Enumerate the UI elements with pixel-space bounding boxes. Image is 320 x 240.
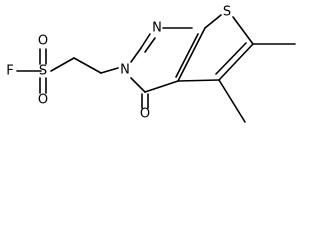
bond-c7a-c4a-inner [175,33,199,78]
atom-sulfur-sulfonyl: S [39,64,47,79]
atom-nitrogen-ring-3: N [120,63,130,78]
atom-oxygen-sulfonyl-bottom: O [38,93,48,108]
bond-c4-n3 [130,77,146,93]
bond-c6-c5-double [215,42,247,75]
atom-fluorine: F [6,64,13,79]
bond-c5-c4a [177,79,220,82]
bond-c5-methyl [218,79,246,123]
bond-s-ch2 [50,57,75,72]
bond-n3-c2 [130,47,142,63]
bond-ch2-n3 [100,67,119,74]
bond-ch2-ch2 [73,57,102,74]
bond-c2-n1-double [144,37,156,53]
bonds [16,14,296,123]
bond-c7a-s [204,14,222,29]
bond-c7a-c4a [177,27,206,82]
bond-s-c6 [232,16,254,45]
atom-oxygen-sulfonyl-top: O [38,34,48,49]
atom-oxygen-carbonyl: O [140,107,150,122]
atom-labels: F S O O N N S O [6,5,231,122]
atom-sulfur-thiophene: S [223,5,231,20]
bond-c4a-c4 [144,80,179,93]
bond-c2-n1 [140,33,151,49]
molecule-structure: F S O O N N S O [6,5,296,123]
atom-nitrogen-ring-1: N [152,21,162,36]
bond-c6-c5 [218,43,254,81]
